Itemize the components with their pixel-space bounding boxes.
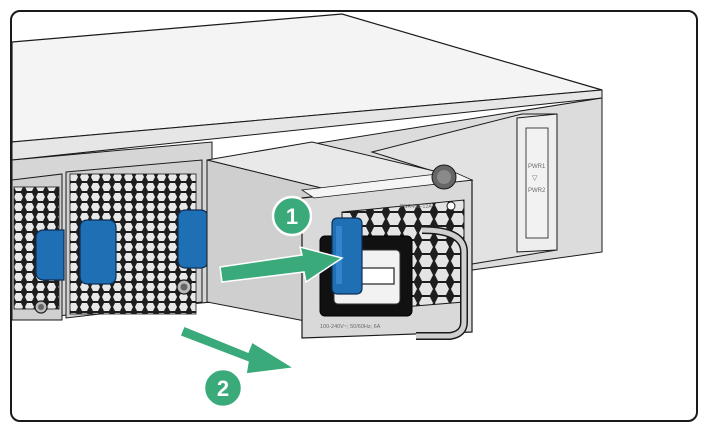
step-1-callout: 1 (271, 195, 313, 237)
fan-latch-3 (177, 209, 209, 269)
psu-rating-label: 100-240V~; 50/60Hz; 6A (320, 324, 381, 330)
psu-removal-diagram: PWR1 ▽ PWR2 PSR450-12A 100-240V~; 50/60H… (12, 13, 603, 409)
slot-label-pwr1: PWR1 (528, 164, 546, 170)
slot-label-pwr2: PWR2 (528, 188, 546, 194)
arrow-pull-out (179, 325, 297, 375)
illustration-frame: PWR1 ▽ PWR2 PSR450-12A 100-240V~; 50/60H… (10, 10, 698, 422)
arrow-push-latch (219, 245, 344, 284)
step-2-number: 2 (217, 376, 229, 401)
psu-top-rail (300, 171, 474, 199)
fan-latch-2 (79, 219, 117, 285)
fan-latch-1 (35, 229, 65, 281)
psu-model-label: PSR450-12A (400, 204, 432, 210)
slot-arrow-glyph: ▽ (532, 175, 538, 182)
chassis-right-side (12, 89, 603, 161)
step-1-number: 1 (286, 204, 298, 229)
step-2-callout: 2 (202, 367, 244, 409)
psu-status-led (446, 201, 456, 211)
